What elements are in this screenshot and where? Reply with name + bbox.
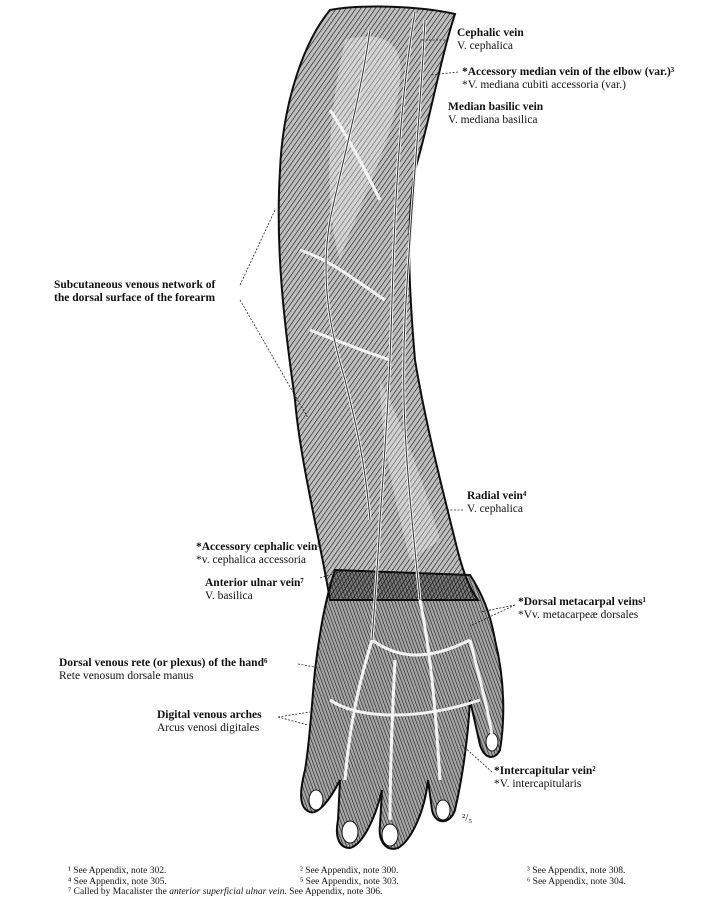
label-subcutaneous-network: Subcutaneous venous network of the dorsa…: [54, 279, 216, 304]
label-median-basilic-vein: Median basilic vein V. mediana basilica: [448, 101, 544, 126]
label-radial-vein: Radial vein⁴ V. cephalica: [467, 490, 527, 515]
forearm-shape: [277, 5, 481, 601]
label-digital-venous-arches: Digital venous arches Arcus venosi digit…: [157, 709, 262, 734]
footnotes-column-1: ¹ See Appendix, note 302. ⁴ See Appendix…: [68, 866, 383, 897]
label-cephalic-vein: Cephalic vein V. cephalica: [457, 27, 524, 52]
footnotes-column-2: ² See Appendix, note 300. ⁵ See Appendix…: [300, 866, 399, 887]
scale-indicator: ²/₅: [462, 812, 473, 824]
label-accessory-cephalic-vein: *Accessory cephalic vein⁵ *v. cephalica …: [196, 541, 321, 566]
label-dorsal-venous-rete: Dorsal venous rete (or plexus) of the ha…: [59, 657, 268, 682]
label-dorsal-metacarpal-veins: *Dorsal metacarpal veins¹ *Vv. metacarpe…: [518, 596, 647, 621]
leader-lines: [239, 39, 516, 773]
label-intercapitular-vein: *Intercapitular vein² *V. intercapitular…: [494, 765, 596, 790]
footnotes-column-3: ³ See Appendix, note 308. ⁶ See Appendix…: [527, 866, 626, 887]
label-anterior-ulnar-vein: Anterior ulnar vein⁷ V. basilica: [205, 577, 304, 602]
hand-shape: [300, 568, 505, 850]
label-accessory-median-vein: *Accessory median vein of the elbow (var…: [462, 66, 675, 91]
